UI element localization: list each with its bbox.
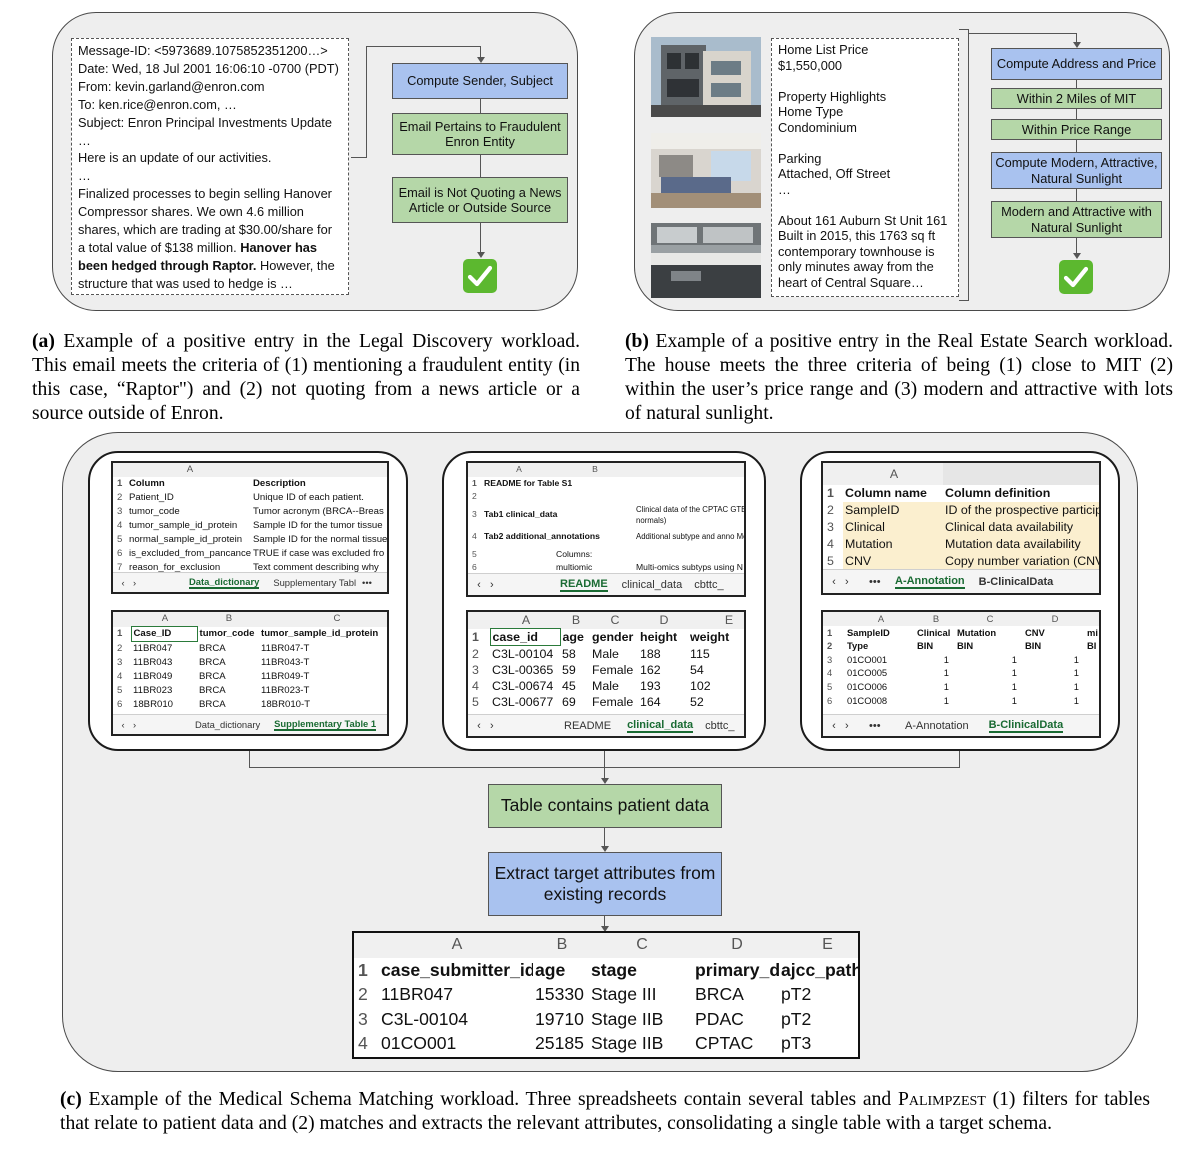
filter-box: Table contains patient data [488, 784, 722, 828]
email-line: been hedged through Raptor. However, the [78, 257, 335, 273]
listing-line [778, 135, 958, 151]
email-line: Here is an update of our activities. [78, 150, 272, 166]
pipeline-b-step-2: Within 2 Miles of MIT [991, 88, 1162, 109]
email-line: Compressor shares. We own 4.6 million [78, 204, 304, 220]
email-text: Message-ID: <5973689.1075852351200…> Dat… [71, 38, 349, 295]
email-line: To: ken.rice@enron.com, … [78, 96, 237, 112]
caption-c: (c) Example of the Medical Schema Matchi… [60, 1089, 1150, 1134]
listing-line: Attached, Off Street [778, 166, 891, 181]
pipeline-a-step-2: Email Pertains to Fraudulent Enron Entit… [392, 113, 568, 155]
tab-cbttc[interactable]: cbttc_ [705, 719, 735, 732]
pipeline-b-step-3: Within Price Range [991, 119, 1162, 140]
listing-line: heart of Central Square… [778, 274, 924, 290]
tab-cbttc[interactable]: cbttc_ [694, 578, 724, 591]
listing-line: $1,550,000 [778, 57, 843, 73]
email-line: … [78, 132, 91, 148]
more-tabs-icon[interactable]: ••• [869, 719, 881, 732]
tab-data-dictionary[interactable]: Data_dictionary [189, 576, 260, 589]
listing-line: only minutes away from the [778, 259, 934, 274]
tab-data-dictionary[interactable]: Data_dictionary [195, 719, 261, 730]
more-tabs-icon[interactable]: ••• [362, 577, 372, 588]
caption-b: (b) Example of a positive entry in the R… [625, 331, 1173, 424]
check-icon [463, 259, 497, 293]
tab-b-clinicaldata[interactable]: B-ClinicalData [988, 718, 1064, 733]
tab-clinical-data[interactable]: clinical_data [621, 578, 683, 591]
listing-line: contemporary townhouse is [778, 243, 935, 259]
email-line: structure that was used to hedge is … [78, 275, 293, 291]
tab-readme[interactable]: README [564, 719, 612, 732]
email-line: shares, which are trading at $30.00/shar… [78, 222, 332, 238]
email-line: Subject: Enron Principal Investments Upd… [78, 114, 332, 130]
listing-line: Condominium [778, 119, 857, 135]
kitchen-photo [651, 223, 761, 298]
living-room-photo [651, 133, 761, 208]
tab-readme[interactable]: README [560, 577, 608, 592]
email-line: a total value of $138 million. Hanover h… [78, 239, 318, 255]
listing-line: About 161 Auburn St Unit 161 [778, 212, 948, 228]
tab-clinical-data[interactable]: clinical_data [627, 718, 694, 733]
tab-supplementary-table-1[interactable]: Supplementary Table 1 [274, 718, 377, 731]
pipeline-b-step-1: Compute Address and Price [991, 48, 1162, 80]
pipeline-b-step-4: Compute Modern, Attractive, Natural Sunl… [991, 152, 1162, 189]
pipeline-b-step-5: Modern and Attractive with Natural Sunli… [991, 201, 1162, 238]
tab-a-annotation[interactable]: A-Annotation [905, 719, 969, 732]
house-exterior-photo [651, 37, 761, 117]
listing-line [778, 197, 958, 213]
more-tabs-icon[interactable]: ••• [869, 575, 881, 588]
email-line: From: kevin.garland@enron.com [78, 78, 265, 94]
listing-line [778, 73, 958, 89]
email-line: … [78, 168, 91, 184]
pipeline-a-step-1: Compute Sender, Subject [392, 63, 568, 99]
listing-line: Home Type [778, 104, 844, 119]
tab-b-clinicaldata[interactable]: B-ClinicalData [978, 575, 1054, 588]
listing-line: Property Highlights [778, 88, 887, 104]
pipeline-a-step-3: Email is Not Quoting a News Article or O… [392, 177, 568, 223]
check-icon [1059, 260, 1093, 294]
email-line: Message-ID: <5973689.1075852351200…> [78, 43, 328, 58]
email-line: Finalized processes to begin selling Han… [78, 186, 332, 202]
listing-line: Built in 2015, this 1763 sq ft [778, 228, 936, 243]
listing-line: … [778, 181, 791, 197]
tab-supplementary[interactable]: Supplementary Tabl [273, 577, 357, 588]
email-line: Date: Wed, 18 Jul 2001 16:06:10 -0700 (P… [78, 60, 339, 76]
extract-box: Extract target attributes from existing … [488, 852, 722, 916]
listing-text: Home List Price $1,550,000 Property High… [771, 38, 959, 297]
tab-a-annotation[interactable]: A-Annotation [895, 574, 965, 589]
listing-line: Home List Price [778, 42, 869, 57]
listing-line: Parking [778, 150, 822, 166]
caption-a: (a) Example of a positive entry in the L… [32, 331, 580, 424]
